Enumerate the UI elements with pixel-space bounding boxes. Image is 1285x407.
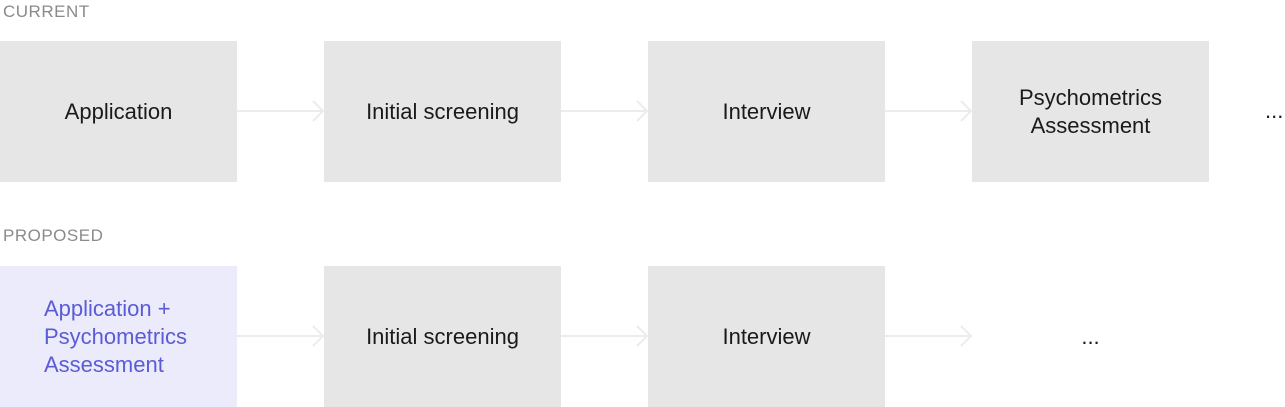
current-step-initial-screening: Initial screening xyxy=(324,41,561,182)
current-step-interview: Interview xyxy=(648,41,885,182)
current-arrow-1 xyxy=(237,100,325,122)
proposed-arrow-2 xyxy=(561,325,649,347)
proposed-step-initial-screening: Initial screening xyxy=(324,266,561,407)
proposed-step-ellipsis: ... xyxy=(1081,323,1100,349)
proposed-step-application-psychometrics: Application + Psychometrics Assessment xyxy=(0,266,237,407)
proposed-arrow-3 xyxy=(885,325,973,347)
current-trailing-ellipsis: ... xyxy=(1265,98,1284,123)
proposed-step-interview: Interview xyxy=(648,266,885,407)
current-arrow-3 xyxy=(885,100,973,122)
proposed-arrow-1 xyxy=(237,325,325,347)
current-step-application: Application xyxy=(0,41,237,182)
current-step-psychometrics-assessment: Psychometrics Assessment xyxy=(972,41,1209,182)
current-arrow-2 xyxy=(561,100,649,122)
current-section-label: CURRENT xyxy=(3,2,90,21)
proposed-section-label: PROPOSED xyxy=(3,226,104,245)
